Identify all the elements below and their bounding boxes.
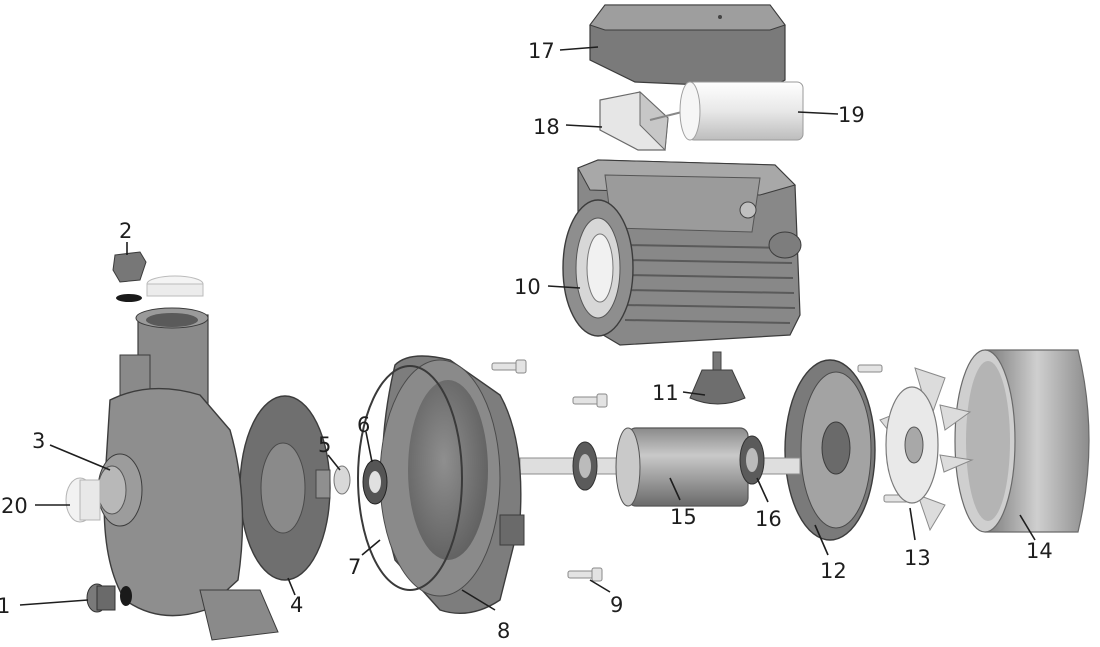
bolts [491, 359, 909, 582]
callout-7: 7 [348, 555, 361, 579]
callout-2: 2 [119, 219, 132, 243]
callout-9: 9 [610, 593, 623, 617]
callout-6: 6 [357, 413, 370, 437]
o-ring [357, 365, 463, 591]
callout-3: 3 [32, 429, 45, 453]
leader-lines [19, 46, 1036, 611]
priming-plug [112, 251, 204, 302]
callout-19: 19 [838, 103, 865, 127]
callout-18: 18 [533, 115, 560, 139]
motor-housing [562, 159, 802, 346]
rotor-assembly [519, 427, 801, 507]
cooling-fan [879, 367, 974, 532]
impeller [239, 395, 331, 581]
callout-17: 17 [528, 39, 555, 63]
impeller-nut [333, 465, 351, 495]
terminal-block [599, 90, 691, 152]
callout-13: 13 [904, 546, 931, 570]
pump-bracket [379, 355, 525, 615]
terminal-box-cover [589, 4, 786, 89]
callout-20: 20 [1, 494, 28, 518]
callout-11: 11 [652, 381, 679, 405]
capacitor [679, 81, 804, 141]
mechanical-seal [362, 459, 388, 505]
callout-15: 15 [670, 505, 697, 529]
callout-4: 4 [290, 593, 303, 617]
callout-1: 1 [0, 594, 10, 618]
callout-16: 16 [755, 507, 782, 531]
callout-5: 5 [318, 433, 331, 457]
drain-plug [86, 583, 132, 613]
rear-end-shield [784, 359, 876, 541]
fan-cover [954, 349, 1090, 533]
inlet-fitting [65, 477, 101, 523]
grommet [689, 351, 746, 405]
callout-8: 8 [497, 619, 510, 643]
pump-body [97, 307, 279, 641]
callout-14: 14 [1026, 539, 1053, 563]
callout-12: 12 [820, 559, 847, 583]
callout-10: 10 [514, 275, 541, 299]
callout-labels: 1 2 3 4 5 6 7 8 9 10 11 12 13 14 15 16 1… [0, 39, 1053, 643]
